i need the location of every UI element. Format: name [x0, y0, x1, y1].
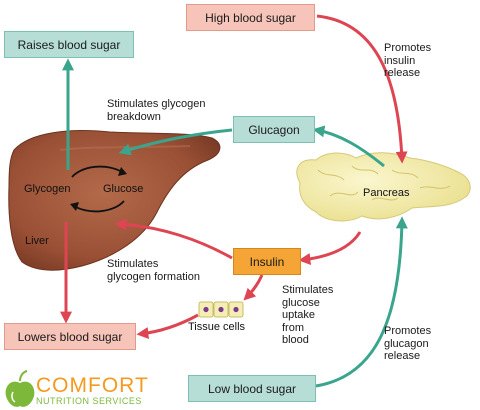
promotes-glucagon-release-note: Promotes glucagon release [384, 325, 432, 362]
lowers-blood-sugar-box: Lowers blood sugar [4, 323, 136, 350]
arrow-insulin-to-tissue-cells [243, 274, 264, 301]
liver-label: Liver [25, 235, 49, 247]
low-blood-sugar-box: Low blood sugar [188, 375, 316, 402]
arrow-pancreas-to-insulin [298, 231, 362, 265]
arrow-pancreas-to-glucagon [312, 125, 385, 168]
brand-wordmark: COMFORT NUTRITION SERVICES [36, 375, 149, 407]
brand-name: COMFORT [36, 374, 149, 397]
insulin-box: Insulin [233, 248, 301, 275]
glucagon-box: Glucagon [233, 116, 315, 143]
stimulates-glucose-uptake-note: Stimulates glucose uptake from blood [282, 284, 334, 346]
glycogen-glucose-cycle [70, 165, 127, 213]
stimulates-glycogen-breakdown-note: Stimulates glycogen breakdown [107, 98, 206, 123]
tissue-cells-label: Tissue cells [188, 321, 246, 333]
high-blood-sugar-box: High blood sugar [186, 4, 315, 31]
promotes-insulin-release-note: Promotes insulin release [384, 42, 432, 79]
raises-blood-sugar-box: Raises blood sugar [4, 31, 134, 58]
tissue-cells-illustration [198, 301, 244, 318]
pancreas-illustration [296, 152, 471, 222]
arrow-low-sugar-to-pancreas [315, 216, 408, 388]
arrow-insulin-to-liver [114, 218, 233, 260]
arrow-high-sugar-to-pancreas [316, 14, 408, 164]
glycogen-label: Glycogen [24, 183, 71, 195]
pancreas-label: Pancreas [363, 187, 410, 199]
liver-illustration [8, 130, 221, 271]
brand-apple-logo [5, 370, 35, 407]
brand-subtitle: NUTRITION SERVICES [36, 396, 142, 406]
stimulates-glycogen-formation-note: Stimulates glycogen formation [107, 258, 200, 283]
arrow-tissue-to-lowers-sugar [136, 313, 199, 340]
arrow-glucagon-to-liver [118, 128, 233, 156]
glucose-label: Glucose [103, 183, 144, 195]
